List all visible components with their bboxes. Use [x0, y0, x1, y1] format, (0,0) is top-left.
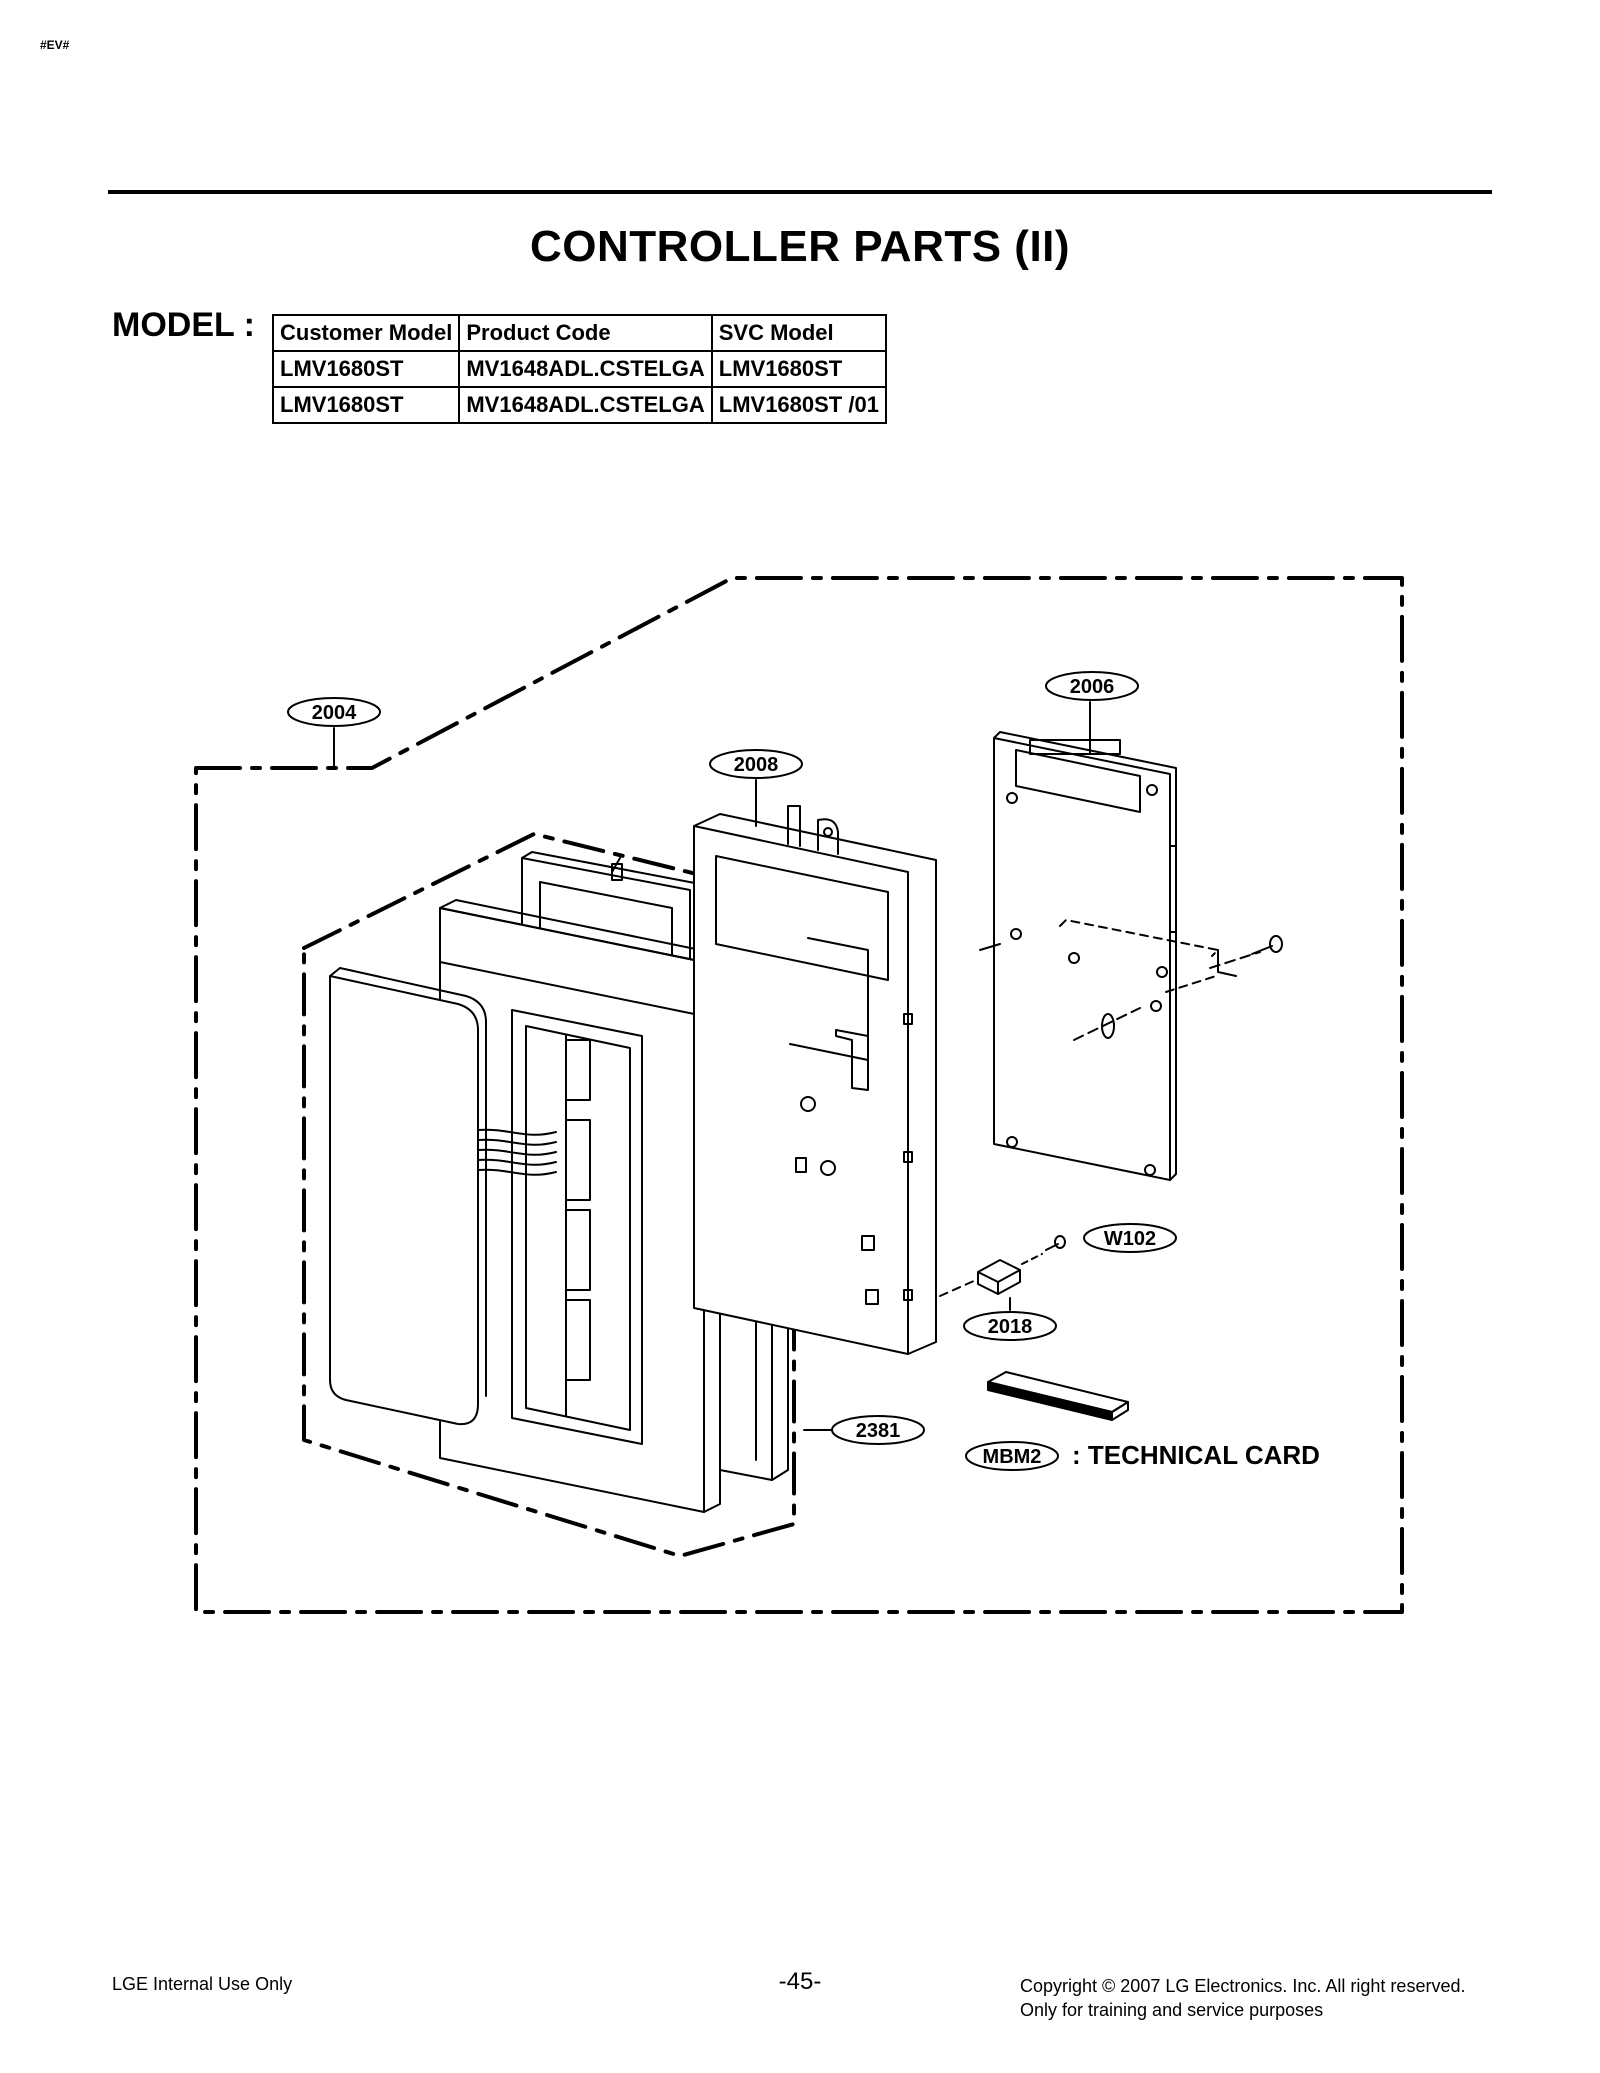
footer-copyright-block: Copyright © 2007 LG Electronics. Inc. Al… — [1020, 1974, 1465, 2022]
callout-W102: W102 — [1104, 1228, 1156, 1250]
page-title: CONTROLLER PARTS (II) — [529, 222, 1071, 271]
table-row: LMV1680ST MV1648ADL.CSTELGA LMV1680ST /0… — [271, 386, 887, 424]
chassis — [693, 805, 937, 1355]
touch-panel — [329, 967, 487, 1426]
model-label: MODEL : — [112, 306, 255, 344]
cell-product-code: MV1648ADL.CSTELGA — [458, 386, 713, 424]
callout-oval — [963, 1311, 1057, 1341]
cell-product-code: MV1648ADL.CSTELGA — [458, 350, 713, 388]
callout-oval — [1083, 1223, 1177, 1253]
pcb-board — [979, 731, 1261, 1181]
col-customer-model: Customer Model — [271, 314, 461, 352]
front-frame — [439, 899, 721, 1513]
callout-2018: 2018 — [988, 1316, 1033, 1338]
cell-customer-model: LMV1680ST — [271, 350, 461, 388]
callout-oval — [1045, 671, 1139, 701]
callout-2381: 2381 — [856, 1420, 901, 1442]
callout-2008: 2008 — [734, 754, 779, 776]
assembly-boundary — [194, 576, 1404, 1614]
callout-oval — [831, 1415, 925, 1445]
callout-MBM2: MBM2 — [983, 1446, 1042, 1468]
connector-part — [939, 1235, 1066, 1297]
model-table: Customer Model Product Code SVC Model LM… — [271, 314, 887, 424]
ribbon-cable — [477, 1128, 557, 1176]
technical-card-label: : TECHNICAL CARD — [1072, 1440, 1320, 1470]
cell-customer-model: LMV1680ST — [271, 386, 461, 424]
callout-oval — [287, 697, 381, 727]
col-product-code: Product Code — [458, 314, 713, 352]
footer-internal-use: LGE Internal Use Only — [112, 1974, 293, 1994]
leader-lines — [333, 701, 1091, 1431]
cell-svc-model: LMV1680ST /01 — [710, 386, 887, 424]
corner-code: #EV# — [40, 38, 70, 52]
header-rule — [108, 190, 1492, 194]
col-svc-model: SVC Model — [710, 314, 887, 352]
page-number: -45- — [778, 1968, 822, 1995]
table-row: LMV1680ST MV1648ADL.CSTELGA LMV1680ST — [271, 350, 887, 388]
front-panel-boundary — [302, 832, 796, 1558]
model-table-header: Customer Model Product Code SVC Model — [271, 314, 887, 352]
screw — [1251, 935, 1283, 955]
cell-svc-model: LMV1680ST — [710, 350, 887, 388]
callout-2006: 2006 — [1070, 676, 1115, 698]
technical-card — [987, 1371, 1129, 1421]
callout-2004: 2004 — [312, 702, 357, 724]
footer-note: Only for training and service purposes — [1020, 2000, 1324, 2020]
callout-oval — [709, 749, 803, 779]
footer-copyright: Copyright © 2007 LG Electronics. Inc. Al… — [1020, 1976, 1466, 1996]
callout-oval — [965, 1441, 1059, 1471]
